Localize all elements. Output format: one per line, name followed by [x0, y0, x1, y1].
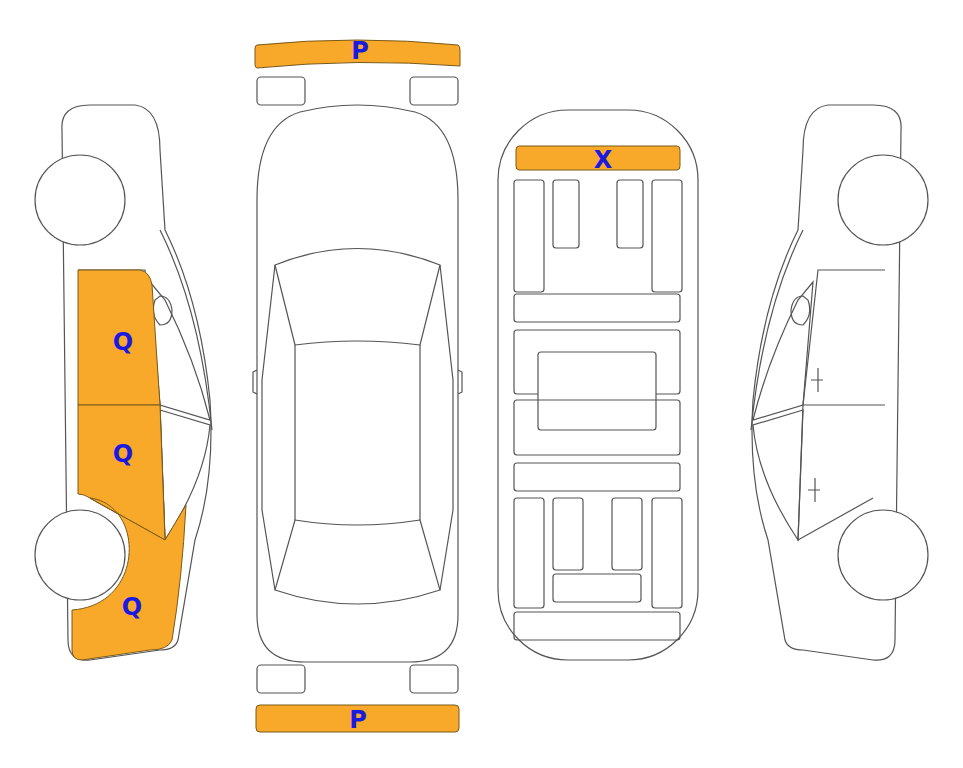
area-code: Q	[113, 330, 133, 354]
damage-area: P	[254, 702, 462, 734]
headlight	[410, 77, 458, 105]
right-side-view	[751, 105, 928, 660]
underbody-outline	[498, 110, 698, 660]
taillight	[410, 665, 458, 693]
damage-fill	[72, 498, 186, 660]
area-code: Q	[113, 442, 133, 466]
damage-fill	[256, 705, 459, 732]
rear-window	[275, 520, 440, 604]
damage-area: P	[254, 35, 462, 71]
top-view	[253, 77, 462, 693]
underbody-view	[498, 110, 698, 660]
mirrors	[253, 370, 462, 394]
damage-area: X	[515, 144, 681, 172]
area-code: P	[349, 708, 367, 732]
body-lines	[262, 265, 453, 590]
roof	[295, 345, 420, 520]
damage-shape	[68, 494, 193, 664]
damage-area: Q	[70, 262, 195, 408]
area-code: Q	[122, 595, 142, 619]
taillight	[257, 665, 305, 693]
damage-fill	[78, 270, 160, 405]
damage-fill	[255, 40, 460, 68]
headlight	[257, 77, 305, 105]
damage-area: Q	[68, 494, 193, 664]
area-code: X	[594, 148, 613, 172]
windshield	[275, 249, 440, 346]
area-code: P	[351, 39, 369, 63]
top-body	[257, 105, 458, 662]
left-side-view	[35, 105, 212, 660]
